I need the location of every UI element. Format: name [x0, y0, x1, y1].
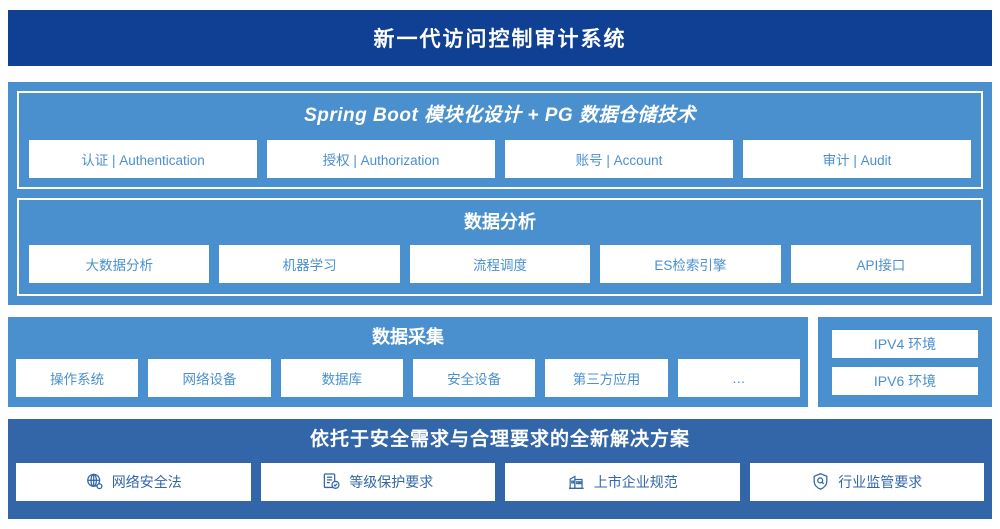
- card-label: 行业监管要求: [838, 473, 923, 490]
- card-label: 机器学习: [282, 258, 337, 274]
- data-collection-panel: 数据采集 操作系统 网络设备 数据库 安全设备 第三方应用 …: [8, 317, 808, 407]
- card-security-device[interactable]: 安全设备: [412, 359, 536, 398]
- building-icon: [567, 472, 586, 491]
- card-label: IPV6 环境: [873, 372, 937, 389]
- card-label: 数据库: [321, 372, 363, 388]
- data-collection-group: 数据采集 操作系统 网络设备 数据库 安全设备 第三方应用 …: [16, 325, 800, 399]
- card-ipv4-environment[interactable]: IPV4 环境: [832, 329, 978, 358]
- card-label: 流程调度: [473, 258, 528, 274]
- card-label: ES检索引擎: [654, 258, 727, 274]
- card-account[interactable]: 账号 | Account: [505, 139, 733, 178]
- card-machine-learning[interactable]: 机器学习: [219, 245, 400, 284]
- card-network-device[interactable]: 网络设备: [148, 359, 271, 398]
- solution-panel: 依托于安全需求与合理要求的全新解决方案 网络安全法: [8, 419, 992, 519]
- card-label: 大数据分析: [85, 258, 153, 274]
- card-database[interactable]: 数据库: [280, 359, 403, 398]
- page-title: 新一代访问控制审计系统: [373, 28, 627, 51]
- shield-search-icon: [811, 472, 830, 491]
- card-api-interface[interactable]: API接口: [790, 245, 972, 284]
- card-authorization[interactable]: 授权 | Authorization: [267, 139, 495, 178]
- springboot-group: Spring Boot 模块化设计 + PG 数据仓储技术 认证 | Authe…: [17, 91, 983, 189]
- solution-card-row: 网络安全法 等级保护要求: [16, 462, 984, 501]
- card-label: IPV4 环境: [873, 335, 937, 352]
- springboot-card-row: 认证 | Authentication 授权 | Authorization 账…: [29, 139, 971, 178]
- card-more-ellipsis[interactable]: …: [677, 359, 800, 398]
- card-audit[interactable]: 审计 | Audit: [743, 139, 971, 178]
- solution-group-title: 依托于安全需求与合理要求的全新解决方案: [309, 429, 690, 450]
- card-es-search-engine[interactable]: ES检索引擎: [600, 245, 781, 284]
- card-label: 操作系统: [50, 372, 105, 388]
- card-process-scheduling[interactable]: 流程调度: [409, 245, 591, 284]
- springboot-group-title: Spring Boot 模块化设计 + PG 数据仓储技术: [304, 105, 696, 126]
- card-label: 等级保护要求: [349, 473, 434, 490]
- data-collection-group-title: 数据采集: [372, 327, 444, 347]
- card-label: 安全设备: [447, 372, 502, 388]
- platform-stack-panel: Spring Boot 模块化设计 + PG 数据仓储技术 认证 | Authe…: [8, 82, 992, 305]
- globe-icon: [85, 472, 104, 491]
- card-label: 网络设备: [182, 372, 237, 388]
- data-collection-card-row: 操作系统 网络设备 数据库 安全设备 第三方应用 …: [16, 359, 800, 398]
- card-label: 网络安全法: [111, 473, 182, 490]
- header-bar: 新一代访问控制审计系统: [8, 10, 992, 66]
- card-label: API接口: [856, 258, 906, 274]
- data-analysis-group-title: 数据分析: [464, 212, 536, 232]
- card-cybersecurity-law[interactable]: 网络安全法: [16, 462, 251, 501]
- data-analysis-card-row: 大数据分析 机器学习 流程调度 ES检索引擎 API接口: [29, 245, 972, 284]
- card-big-data-analysis[interactable]: 大数据分析: [29, 245, 210, 284]
- card-label: 第三方应用: [572, 372, 641, 388]
- card-label: 审计 | Audit: [822, 152, 892, 168]
- ip-environment-panel: IPV4 环境 IPV6 环境: [818, 317, 992, 407]
- card-label: …: [732, 370, 746, 386]
- card-authentication[interactable]: 认证 | Authentication: [29, 139, 257, 178]
- card-label: 账号 | Account: [575, 152, 663, 168]
- card-label: 认证 | Authentication: [81, 152, 205, 168]
- solution-group: 依托于安全需求与合理要求的全新解决方案 网络安全法: [16, 427, 984, 511]
- card-ipv6-environment[interactable]: IPV6 环境: [832, 366, 978, 395]
- card-listed-enterprise-standard[interactable]: 上市企业规范: [505, 462, 740, 501]
- card-label: 授权 | Authorization: [322, 152, 440, 168]
- card-label: 上市企业规范: [593, 473, 678, 490]
- card-industry-regulation[interactable]: 行业监管要求: [749, 462, 984, 501]
- card-classified-protection[interactable]: 等级保护要求: [260, 462, 495, 501]
- data-analysis-group: 数据分析 大数据分析 机器学习 流程调度 ES检索引擎 API接口: [17, 198, 983, 296]
- card-third-party-app[interactable]: 第三方应用: [545, 359, 668, 398]
- document-check-icon: [322, 472, 341, 491]
- card-operating-system[interactable]: 操作系统: [16, 359, 139, 398]
